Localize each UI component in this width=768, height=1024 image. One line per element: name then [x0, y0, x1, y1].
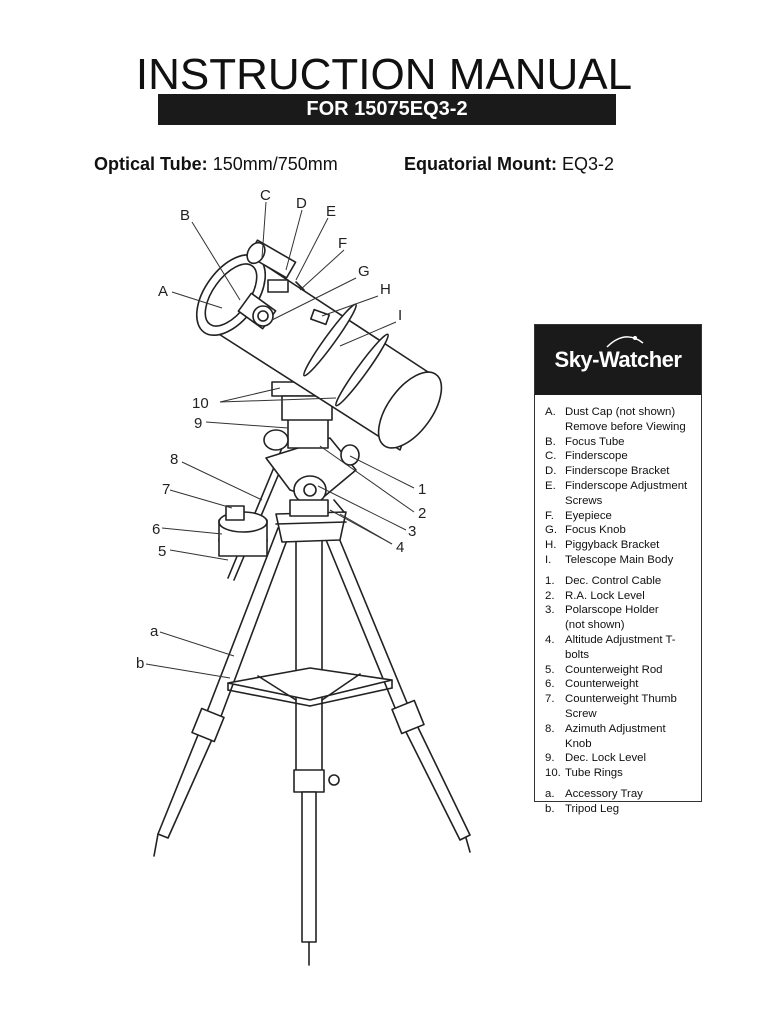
legend-item: 6.Counterweight: [545, 678, 639, 691]
legend-item: 3.Polarscope Holder: [545, 604, 659, 617]
legend-item: 8.Azimuth Adjustment Knob: [545, 722, 666, 750]
callout-7: 7: [162, 481, 170, 498]
legend-item: G.Focus Knob: [545, 524, 626, 537]
tripod-leg-center: [293, 539, 340, 966]
equatorial-mount: [263, 417, 360, 517]
callout-leaders: [145, 201, 415, 679]
legend-item: 9.Dec. Lock Level: [545, 752, 647, 765]
callout-e: E: [326, 203, 336, 220]
legend-item: 1.Dec. Control Cable: [545, 574, 662, 587]
callout-2: 2: [418, 505, 426, 522]
callout-8: 8: [170, 451, 178, 468]
brand-swoosh-icon: [606, 336, 644, 348]
tripod-head: [275, 511, 347, 543]
optical-tube: [195, 239, 443, 451]
legend-item: A.Dust Cap (not shown): [545, 406, 676, 418]
counterweight-assembly: [218, 447, 289, 581]
brand-name: Sky-Watcher: [554, 347, 682, 372]
optical-tube-value: 150mm/750mm: [212, 154, 338, 174]
legend-item: F.Eyepiece: [545, 509, 612, 522]
legend-item: 7.Counterweight Thumb: [545, 693, 677, 706]
parts-legend: Sky-Watcher A.Dust Cap (not shown) Remov…: [534, 324, 702, 815]
legend-item: (not shown): [565, 619, 625, 632]
callout-5: 5: [158, 543, 166, 560]
callout-i: I: [398, 307, 402, 324]
tripod-leg-right: [321, 525, 471, 853]
legend-item: 10.Tube Rings: [545, 767, 623, 780]
legend-item: 5.Counterweight Rod: [545, 663, 663, 676]
legend-item: I.Telescope Main Body: [545, 553, 674, 566]
callout-c: C: [260, 187, 271, 204]
legend-item: D.Finderscope Bracket: [545, 465, 670, 478]
page-title: INSTRUCTION MANUAL: [135, 50, 633, 99]
optical-tube-label: Optical Tube:: [94, 154, 208, 174]
callout-a-upper: A: [158, 283, 168, 300]
legend-item: 2.R.A. Lock Level: [545, 589, 645, 602]
callout-h: H: [380, 281, 391, 298]
legend-item: E.Finderscope Adjustment: [545, 479, 688, 492]
callout-10: 10: [192, 395, 209, 412]
legend-lower-group: a.Accessory Tray b.Tripod Leg: [545, 787, 695, 817]
legend-letter-group: A.Dust Cap (not shown) Remove before Vie…: [545, 405, 695, 568]
legend-item: a.Accessory Tray: [545, 787, 643, 800]
callout-labels: A B C D E F G H I 10 9 8 7 6 5 1 2 3 4 a…: [136, 187, 426, 672]
legend-item: B.Focus Tube: [545, 435, 625, 448]
callout-f: F: [338, 235, 347, 252]
legend-item: 4.Altitude Adjustment T-bolts: [545, 633, 676, 661]
callout-g: G: [358, 263, 370, 280]
callout-3: 3: [408, 523, 416, 540]
callout-1: 1: [418, 481, 426, 498]
legend-item: C.Finderscope: [545, 450, 628, 463]
mount-spec: Equatorial Mount: EQ3-2: [404, 154, 614, 175]
mount-label: Equatorial Mount:: [404, 154, 557, 174]
mount-value: EQ3-2: [562, 154, 615, 174]
legend-number-group: 1.Dec. Control Cable 2.R.A. Lock Level 3…: [545, 574, 695, 781]
brand-logo: Sky-Watcher: [535, 325, 701, 395]
legend-item: Screw: [565, 707, 597, 720]
legend-item: Remove before Viewing: [565, 420, 686, 433]
tripod-leg-left: [153, 527, 291, 857]
callout-6: 6: [152, 521, 160, 538]
callout-d: D: [296, 195, 307, 212]
legend-list: A.Dust Cap (not shown) Remove before Vie…: [535, 395, 701, 817]
callout-4: 4: [396, 539, 404, 556]
model-banner: FOR 15075EQ3-2: [158, 94, 616, 125]
legend-item: Screws: [565, 494, 603, 507]
accessory-tray: [227, 667, 393, 707]
legend-item: b.Tripod Leg: [545, 802, 620, 815]
callout-b-lower: b: [136, 655, 144, 672]
callout-b-upper: B: [180, 207, 190, 224]
optical-tube-spec: Optical Tube: 150mm/750mm: [94, 154, 338, 175]
callout-a-lower: a: [150, 623, 159, 640]
legend-item: H.Piggyback Bracket: [545, 539, 660, 552]
callout-9: 9: [194, 415, 202, 432]
